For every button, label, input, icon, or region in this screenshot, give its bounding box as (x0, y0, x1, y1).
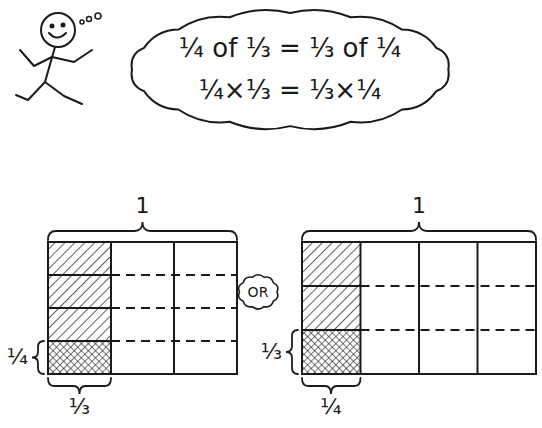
equation-text: ¼×⅓ = ⅓×¼ (199, 76, 382, 106)
row-lines (302, 286, 536, 330)
fraction-label: ¼ (320, 395, 341, 419)
column-line (418, 242, 420, 374)
dashed-row-line (111, 274, 237, 276)
figure-smile (49, 33, 66, 38)
thought-cloud-border (131, 10, 448, 129)
crosshatched-region (48, 341, 111, 374)
dashed-row-line (361, 285, 537, 287)
thought-dot (80, 20, 84, 24)
brace (48, 378, 111, 394)
figure-head (41, 13, 75, 47)
thought-dot (87, 17, 92, 22)
row-line (48, 340, 111, 342)
or-oval-border (238, 275, 277, 309)
fraction-label: ¼ (7, 345, 28, 369)
braces (32, 222, 237, 394)
fraction-label: ⅓ (69, 395, 90, 419)
dashed-row-line (361, 329, 537, 331)
brace (302, 378, 361, 394)
brace (32, 341, 44, 374)
connector-word: OR (248, 284, 269, 300)
dashed-row-line (111, 307, 237, 309)
thought-dot (95, 13, 101, 19)
left-area-model (32, 222, 237, 394)
right-area-model (286, 222, 536, 394)
stick-figure (16, 13, 101, 104)
braces (286, 222, 536, 394)
figure-arm (52, 50, 92, 62)
thought-cloud-outline (124, 5, 456, 134)
figure-body (45, 47, 55, 82)
thought-cloud: ¼ of ⅓ = ⅓ of ¼ ¼×⅓ = ⅓×¼ (124, 5, 456, 134)
column-line (477, 242, 479, 374)
hatched-region (302, 242, 361, 330)
equation-text: ¼ of ⅓ = ⅓ of ¼ (179, 34, 401, 64)
figure-leg (45, 82, 82, 104)
brace (302, 222, 536, 240)
unit-rectangle (302, 242, 536, 374)
column-line (360, 242, 362, 374)
brace (48, 222, 237, 240)
unit-rectangle (48, 242, 237, 374)
crosshatched-region (302, 330, 361, 374)
fraction-label: 1 (136, 194, 150, 218)
row-line (48, 307, 111, 309)
figure-leg (16, 82, 45, 100)
brace (286, 330, 298, 374)
or-oval: OR (234, 271, 282, 313)
dashed-row-line (111, 340, 237, 342)
figure-eye (51, 25, 54, 28)
hatched-region (48, 242, 111, 341)
figure-eye (62, 24, 65, 27)
figure-arm (20, 50, 52, 66)
row-line (48, 274, 111, 276)
fraction-label: 1 (412, 194, 426, 218)
row-lines (48, 275, 237, 341)
row-line (302, 329, 361, 331)
fraction-label: ⅓ (261, 340, 282, 364)
row-line (302, 285, 361, 287)
